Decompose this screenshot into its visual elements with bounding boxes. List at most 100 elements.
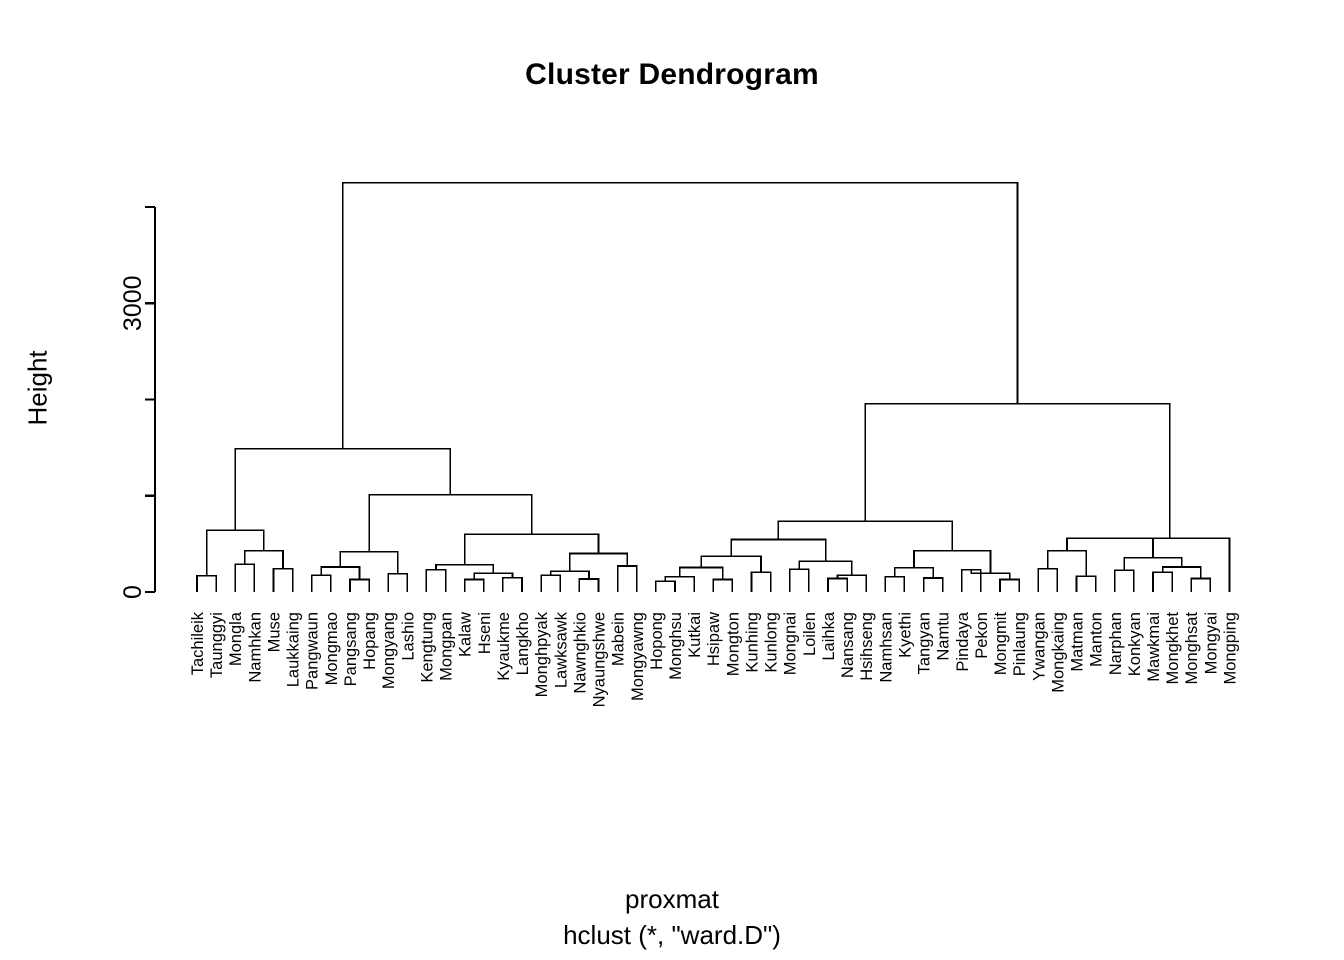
- leaf-label: Lashio: [399, 612, 417, 661]
- dendrogram-branch: [750, 571, 772, 592]
- dendrogram-branch: [463, 578, 485, 592]
- dendrogram-branch: [502, 576, 523, 592]
- dendrogram-branch: [894, 567, 934, 579]
- leaf-label: Mongmao: [323, 612, 341, 685]
- leaf-label: Lawksawk: [552, 611, 570, 688]
- dendrogram-tree: [196, 182, 1231, 592]
- dendrogram-branch: [678, 566, 724, 580]
- leaf-label: Mongyang: [380, 612, 398, 689]
- leaf-label: Mongkhet: [1164, 612, 1182, 685]
- leaf-label: Matman: [1069, 612, 1087, 672]
- leaf-label: Tangyan: [916, 612, 934, 674]
- leaf-label: Mongpan: [438, 612, 456, 681]
- leaf-label: Laukkaing: [285, 612, 303, 687]
- leaf-label: Mawkmai: [1145, 612, 1163, 682]
- leaf-label: Kengtung: [418, 612, 436, 683]
- dendrogram-branch: [473, 572, 514, 580]
- dendrogram-branch: [435, 563, 495, 574]
- dendrogram-branch: [616, 565, 638, 592]
- dendrogram-branch: [578, 578, 600, 592]
- dendrogram-branch: [712, 578, 734, 592]
- dendrogram-branch: [244, 549, 284, 569]
- leaf-label: Kutkai: [686, 612, 704, 658]
- dendrogram-branch: [368, 493, 533, 552]
- dendrogram-branch: [788, 568, 810, 592]
- dendrogram-branch: [836, 574, 867, 592]
- leaf-label: Kalaw: [457, 612, 475, 657]
- dendrogram-branch: [664, 575, 695, 592]
- leaf-label: Nyaungshwe: [591, 612, 609, 707]
- leaf-label: Nawnghkio: [571, 612, 589, 694]
- leaf-label: Tachileik: [189, 611, 207, 675]
- leaf-label: Namhkan: [246, 612, 264, 683]
- dendrogram-branch: [798, 560, 853, 576]
- leaf-label: Pekon: [973, 612, 991, 659]
- dendrogram-branch: [1123, 557, 1183, 571]
- dendrogram-branch: [234, 447, 452, 531]
- leaf-label: Namhsan: [877, 612, 895, 683]
- dendrogram-branch: [730, 538, 827, 562]
- leaf-label: Kyethi: [896, 612, 914, 658]
- leaf-label: Kyaukme: [495, 612, 513, 681]
- dendrogram-branch: [196, 574, 217, 592]
- leaf-label: Pindaya: [954, 611, 972, 671]
- dendrogram-branch: [1113, 569, 1135, 592]
- dendrogram-branch: [1109, 537, 1231, 592]
- dendrogram-branch: [922, 577, 944, 592]
- dendrogram-branch: [339, 550, 399, 574]
- leaf-label: Kunhing: [743, 612, 761, 673]
- dendrogram-branch: [320, 566, 361, 580]
- dendrogram-branch: [655, 580, 676, 592]
- leaf-label: Loilen: [801, 612, 819, 656]
- leaf-label: Pangsang: [342, 612, 360, 686]
- dendrogram-branch: [884, 575, 906, 592]
- leaf-label: Mongton: [724, 612, 742, 676]
- dendrogram-branch: [540, 574, 562, 592]
- leaf-label: Monghpyak: [533, 611, 551, 697]
- page-title: Cluster Dendrogram: [525, 58, 819, 91]
- leaf-label: Hsihseng: [858, 612, 876, 681]
- leaf-label: Konkyan: [1126, 612, 1144, 676]
- dendrogram-branch: [1152, 571, 1173, 592]
- leaf-label: Namtu: [935, 612, 953, 661]
- leaf-label: Nansang: [839, 612, 857, 678]
- dendrogram-branch: [961, 569, 982, 592]
- leaf-label: Laihka: [820, 611, 838, 660]
- dendrogram-branch: [777, 520, 954, 551]
- leaf-label: Mabein: [610, 612, 628, 666]
- dendrogram-branch: [234, 563, 256, 592]
- dendrogram-branch: [310, 574, 332, 592]
- leaf-label: Taunggyi: [208, 612, 226, 678]
- leaf-label: Manton: [1088, 612, 1106, 667]
- leaf-label: Hsipaw: [705, 612, 723, 666]
- leaf-label: Narphan: [1107, 612, 1125, 675]
- x-axis-label: proxmat: [625, 884, 719, 914]
- leaf-label: Pangwaun: [304, 612, 322, 690]
- dendrogram-branch: [569, 552, 628, 572]
- leaf-label: Mongyai: [1202, 612, 1220, 674]
- y-tick-label: 3000: [119, 275, 147, 331]
- dendrogram-branch: [1066, 537, 1154, 558]
- dendrogram-branch: [1075, 575, 1097, 592]
- leaf-label: Ywangan: [1030, 612, 1048, 681]
- method-caption: hclust (*, "ward.D"): [563, 920, 781, 950]
- leaf-label: Hopang: [361, 612, 379, 670]
- dendrogram-branch: [425, 569, 447, 592]
- leaf-label: Kunlong: [763, 612, 781, 673]
- leaf-label: Langkho: [514, 612, 532, 675]
- leaf-label: Mongping: [1221, 612, 1239, 684]
- leaf-label: Monghsu: [667, 612, 685, 680]
- dendrogram-branch: [1047, 549, 1087, 577]
- leaf-label: Mongmit: [992, 612, 1010, 676]
- leaf-label: Pinlaung: [1011, 612, 1029, 676]
- leaf-label: Muse: [265, 612, 283, 652]
- dendrogram-branch: [341, 182, 1019, 449]
- dendrogram-branch: [700, 555, 762, 573]
- dendrogram-branch: [349, 578, 370, 592]
- leaf-label: Mongla: [227, 611, 245, 666]
- dendrogram-branch: [999, 578, 1020, 592]
- dendrogram-branch: [272, 568, 294, 592]
